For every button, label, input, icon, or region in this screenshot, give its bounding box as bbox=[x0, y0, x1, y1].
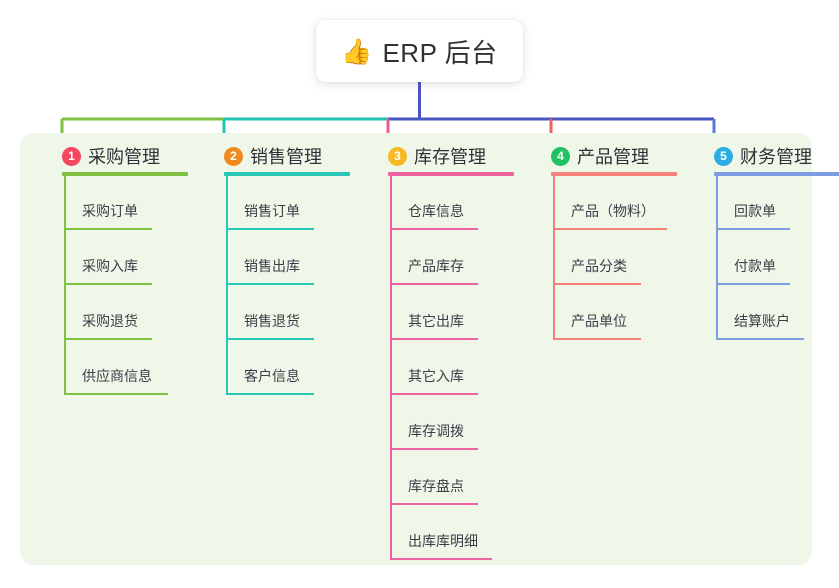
branch-number-badge: 3 bbox=[388, 146, 407, 166]
branch-item-list: 仓库信息产品库存其它出库其它入库库存调拨库存盘点出库库明细 bbox=[390, 175, 531, 560]
branch-header-underline bbox=[62, 172, 188, 176]
branch-item-label: 出库库明细 bbox=[408, 533, 478, 549]
branch-item-label: 供应商信息 bbox=[82, 368, 152, 384]
branch-item[interactable]: 供应商信息 bbox=[64, 340, 205, 395]
branch-item-underline bbox=[390, 228, 478, 230]
branch-item-label: 销售出库 bbox=[244, 258, 300, 274]
branch-columns: 1 采购管理采购订单采购入库采购退货供应商信息 2 销售管理销售订单销售出库销售退货客… bbox=[20, 133, 839, 565]
branch-title: 库存管理 bbox=[414, 147, 486, 167]
branch-header-underline bbox=[551, 172, 677, 176]
branch-item[interactable]: 结算账户 bbox=[716, 285, 839, 340]
branch-item-underline bbox=[64, 338, 152, 340]
branch-title: 财务管理 bbox=[740, 147, 812, 167]
branch-item-underline bbox=[64, 283, 152, 285]
branch-item[interactable]: 销售出库 bbox=[226, 230, 367, 285]
branch-header-1[interactable]: 1 采购管理 bbox=[62, 143, 160, 169]
branch-item[interactable]: 销售退货 bbox=[226, 285, 367, 340]
branch-item-list: 回款单付款单结算账户 bbox=[716, 175, 839, 340]
branch-item[interactable]: 回款单 bbox=[716, 175, 839, 230]
branch-item-label: 库存盘点 bbox=[408, 478, 464, 494]
branch-item[interactable]: 客户信息 bbox=[226, 340, 367, 395]
branch-number-badge: 1 bbox=[62, 146, 81, 166]
branch-item-underline bbox=[390, 448, 478, 450]
branch-item-label: 销售订单 bbox=[244, 203, 300, 219]
branch-item[interactable]: 库存盘点 bbox=[390, 450, 531, 505]
branch-item[interactable]: 库存调拨 bbox=[390, 395, 531, 450]
branch-item-list: 销售订单销售出库销售退货客户信息 bbox=[226, 175, 367, 395]
branch-item[interactable]: 产品单位 bbox=[553, 285, 694, 340]
branch-item-label: 产品（物料） bbox=[571, 203, 655, 219]
branch-title: 产品管理 bbox=[577, 147, 649, 167]
branch-number-badge: 2 bbox=[224, 146, 243, 166]
branch-item-label: 仓库信息 bbox=[408, 203, 464, 219]
branch-spine bbox=[716, 175, 718, 340]
branch-item-underline bbox=[226, 393, 314, 395]
branch-item-list: 产品（物料） 产品分类产品单位 bbox=[553, 175, 694, 340]
branch-item[interactable]: 采购退货 bbox=[64, 285, 205, 340]
branch-item[interactable]: 采购订单 bbox=[64, 175, 205, 230]
branch-item-underline bbox=[64, 393, 168, 395]
branch-item-underline bbox=[553, 338, 641, 340]
branch-item[interactable]: 销售订单 bbox=[226, 175, 367, 230]
branch-number-badge: 4 bbox=[551, 146, 570, 166]
branch-item-underline bbox=[390, 283, 478, 285]
branch-item-label: 付款单 bbox=[734, 258, 776, 274]
branch-item-label: 产品单位 bbox=[571, 313, 627, 329]
branch-number-badge: 5 bbox=[714, 146, 733, 166]
branch-header-3[interactable]: 3 库存管理 bbox=[388, 143, 486, 169]
branch-item-label: 采购退货 bbox=[82, 313, 138, 329]
branch-item[interactable]: 付款单 bbox=[716, 230, 839, 285]
branch-item-label: 产品库存 bbox=[408, 258, 464, 274]
branch-item-label: 其它出库 bbox=[408, 313, 464, 329]
branch-spine bbox=[390, 175, 392, 560]
branch-item-label: 销售退货 bbox=[244, 313, 300, 329]
branch-item-label: 采购入库 bbox=[82, 258, 138, 274]
branch-item-label: 库存调拨 bbox=[408, 423, 464, 439]
branch-header-underline bbox=[714, 172, 839, 176]
branch-item-underline bbox=[553, 283, 641, 285]
branch-item-underline bbox=[553, 228, 667, 230]
branch-item[interactable]: 产品（物料） bbox=[553, 175, 694, 230]
diagram-panel bbox=[20, 133, 812, 565]
branch-item-underline bbox=[390, 393, 478, 395]
branch-item[interactable]: 其它出库 bbox=[390, 285, 531, 340]
branch-header-underline bbox=[388, 172, 514, 176]
branch-item[interactable]: 仓库信息 bbox=[390, 175, 531, 230]
branch-item-underline bbox=[390, 338, 478, 340]
branch-item-label: 产品分类 bbox=[571, 258, 627, 274]
branch-header-4[interactable]: 4 产品管理 bbox=[551, 143, 649, 169]
branch-item[interactable]: 采购入库 bbox=[64, 230, 205, 285]
branch-item-label: 结算账户 bbox=[734, 313, 790, 329]
branch-item-underline bbox=[716, 283, 790, 285]
branch-item-underline bbox=[64, 228, 152, 230]
branch-item-underline bbox=[716, 228, 790, 230]
branch-spine bbox=[226, 175, 228, 395]
branch-item-label: 采购订单 bbox=[82, 203, 138, 219]
branch-title: 销售管理 bbox=[250, 147, 322, 167]
branch-item-underline bbox=[716, 338, 804, 340]
branch-header-5[interactable]: 5 财务管理 bbox=[714, 143, 812, 169]
branch-header-2[interactable]: 2 销售管理 bbox=[224, 143, 322, 169]
branch-header-underline bbox=[224, 172, 350, 176]
branch-title: 采购管理 bbox=[88, 147, 160, 167]
thumbs-up-icon: 👍 bbox=[341, 36, 373, 66]
branch-item-label: 其它入库 bbox=[408, 368, 464, 384]
root-node[interactable]: 👍 ERP 后台 bbox=[316, 20, 523, 82]
branch-item-label: 客户信息 bbox=[244, 368, 300, 384]
branch-item[interactable]: 出库库明细 bbox=[390, 505, 531, 560]
branch-item-underline bbox=[390, 558, 492, 560]
branch-spine bbox=[64, 175, 66, 395]
branch-item-underline bbox=[226, 283, 314, 285]
branch-item-underline bbox=[226, 228, 314, 230]
branch-item[interactable]: 产品分类 bbox=[553, 230, 694, 285]
branch-spine bbox=[553, 175, 555, 340]
root-node-title: ERP 后台 bbox=[382, 37, 498, 68]
branch-item-label: 回款单 bbox=[734, 203, 776, 219]
branch-item-underline bbox=[390, 503, 478, 505]
branch-item-list: 采购订单采购入库采购退货供应商信息 bbox=[64, 175, 205, 395]
branch-item-underline bbox=[226, 338, 314, 340]
branch-item[interactable]: 其它入库 bbox=[390, 340, 531, 395]
branch-item[interactable]: 产品库存 bbox=[390, 230, 531, 285]
